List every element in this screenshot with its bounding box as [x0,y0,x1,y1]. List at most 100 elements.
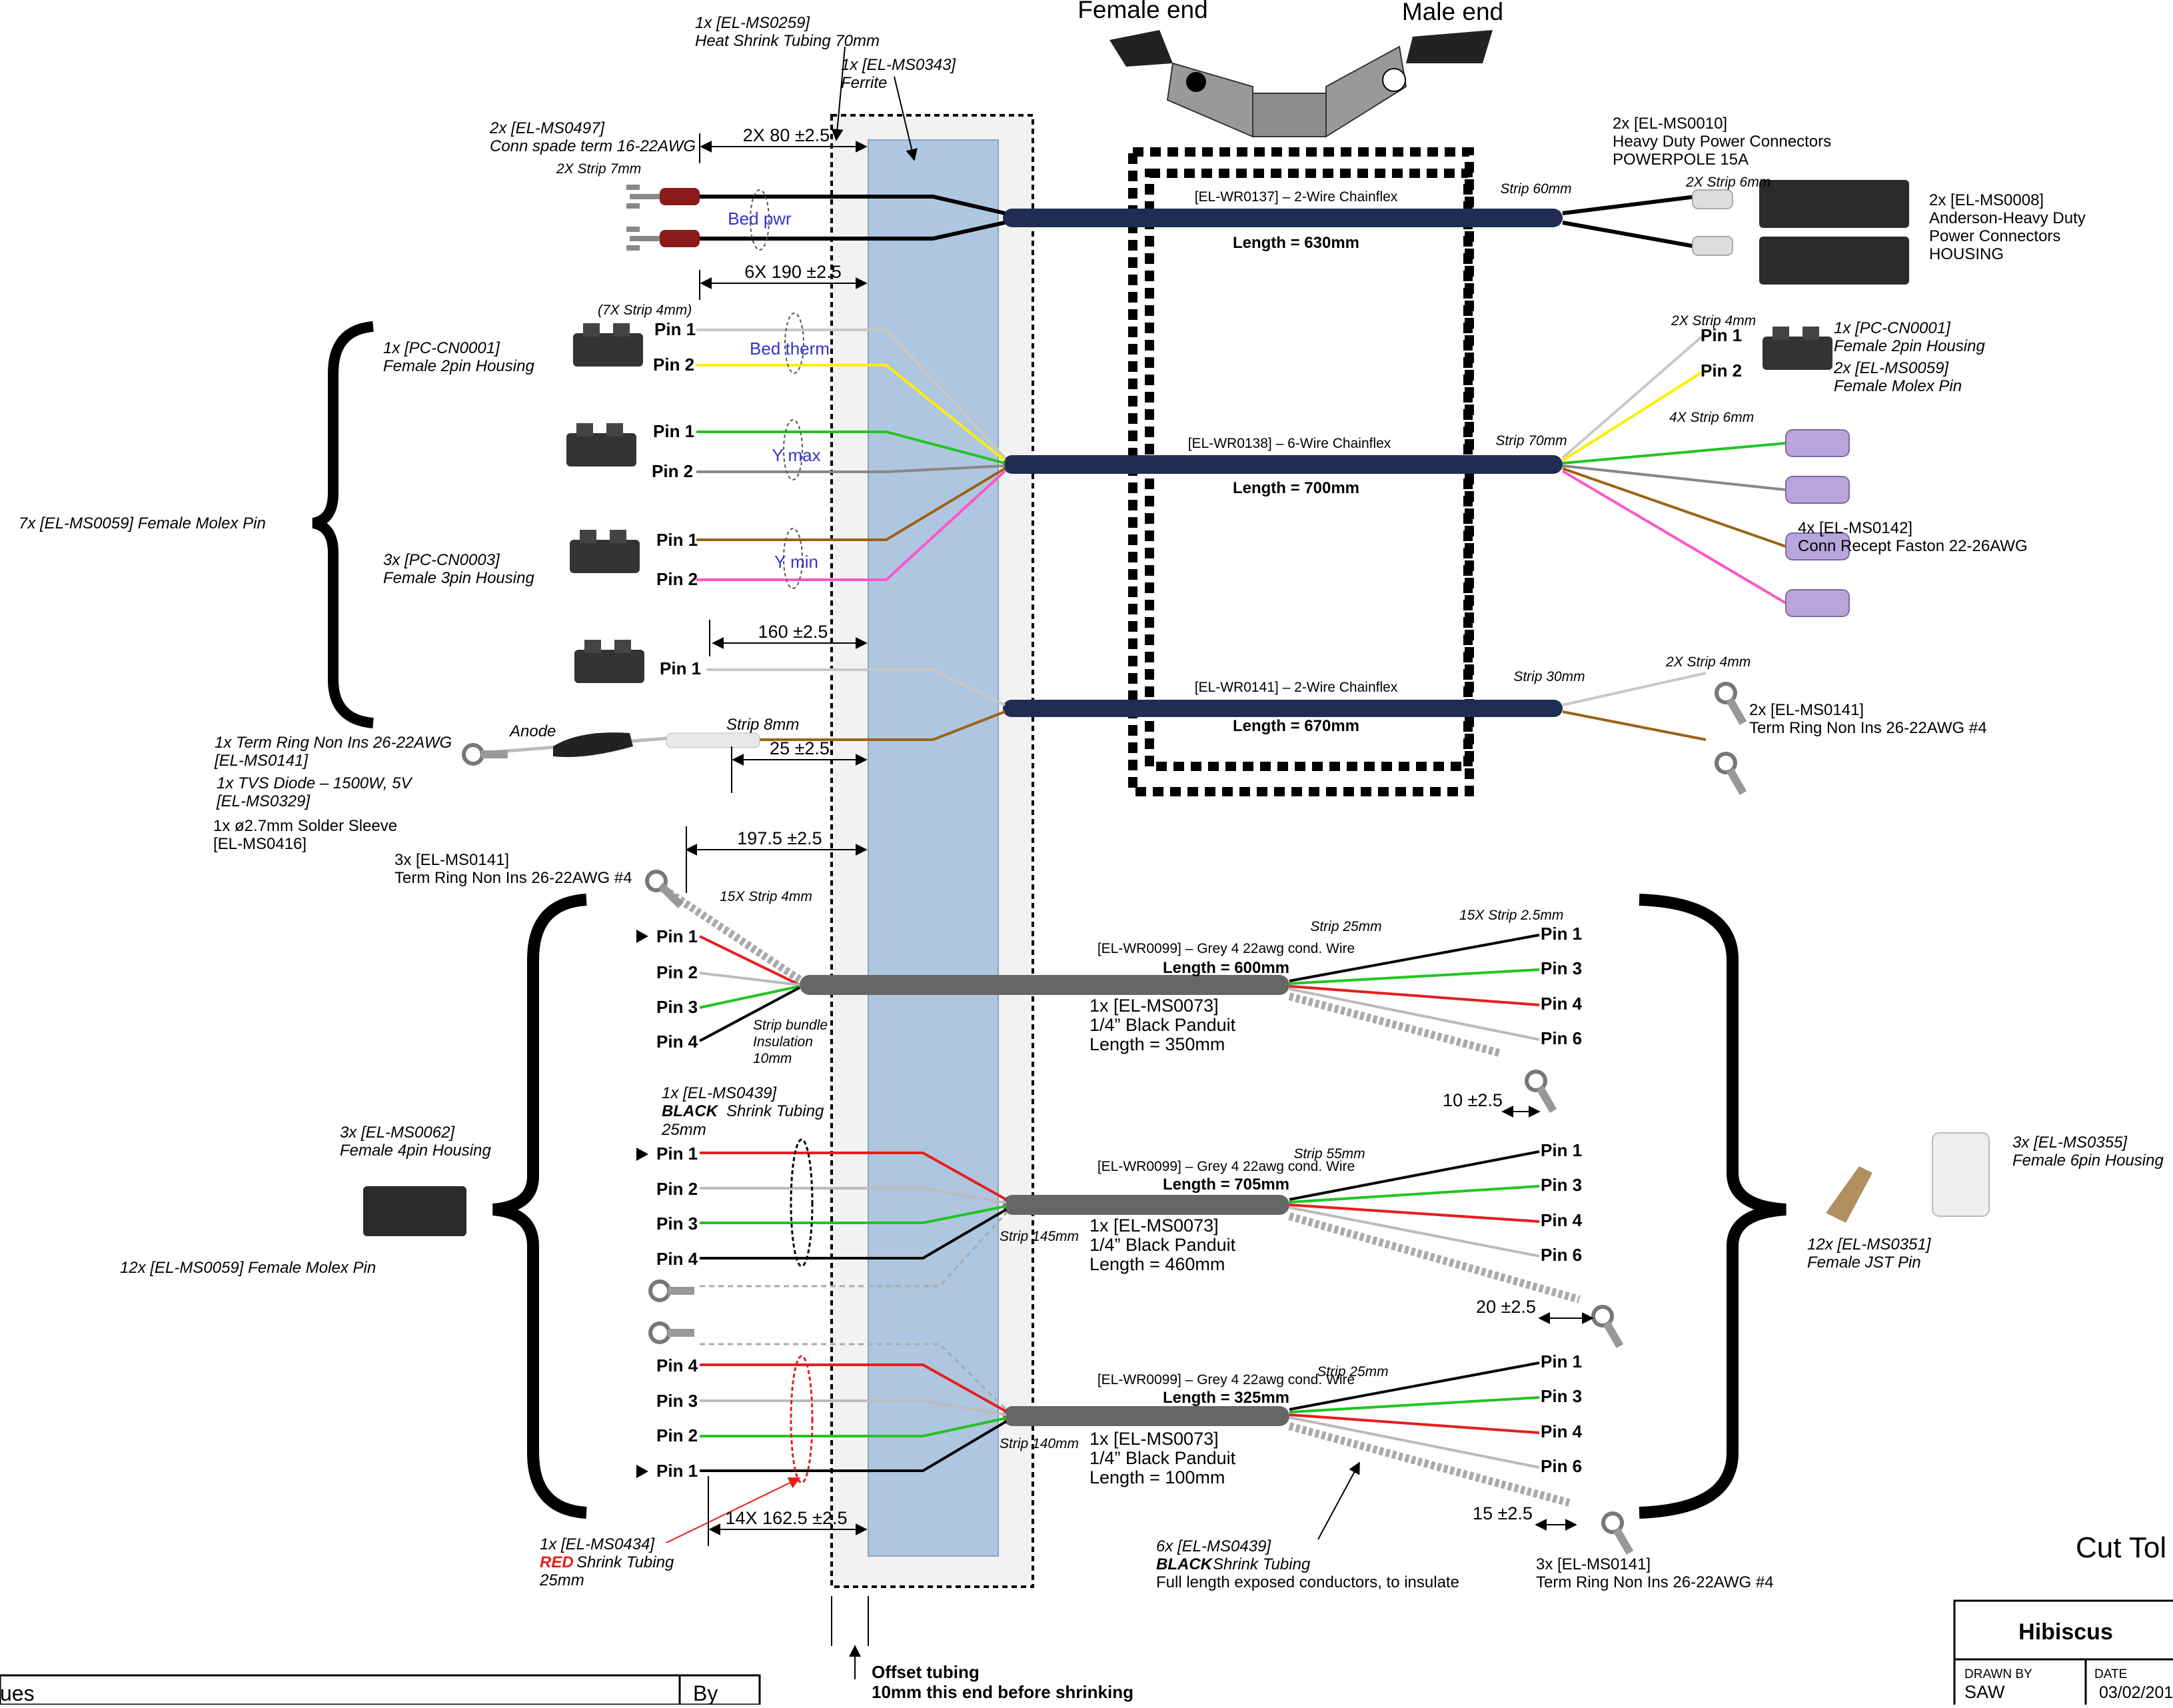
pin-label: Pin 4 [1541,994,1583,1014]
panduit-label: 1x [EL-MS0073] [1089,1216,1219,1236]
ring-terminal-icon [1715,682,1747,726]
label: [EL-MS0416] [213,835,307,853]
spade-terminal-icon [660,188,700,205]
ring-terminal-icon [648,1280,694,1302]
faston-terminal-icon [1785,429,1850,457]
label: 1x [EL-MS0343] [841,56,956,74]
wire [696,329,1006,459]
shrink-sleeve [1288,1212,1581,1303]
wire-black [700,195,1006,215]
label: 15X Strip 2.5mm [1459,908,1563,923]
wire [700,1187,1007,1204]
spade-fork-icon [626,185,660,209]
housing-3pin-icon [574,640,644,683]
project-name: Hibiscus [2018,1619,2113,1645]
label: 1x [EL-MS0434] [540,1535,655,1553]
black-shrink-marker [790,1138,814,1268]
spade-terminal-icon [660,230,700,247]
panduit-label: Length = 460mm [1089,1254,1225,1274]
wire [696,430,1006,464]
housing-2pin-icon [1763,327,1832,370]
label: Full length exposed conductors, to insul… [1156,1573,1459,1591]
label: BLACK [662,1102,719,1120]
label: Strip bundle [753,1018,828,1033]
pin-label: Pin 4 [1541,1421,1583,1441]
wire [700,1205,1007,1224]
label: HOUSING [1929,245,2004,263]
ring-terminal-icon [1715,752,1747,796]
ring-terminal-icon [1601,1511,1634,1555]
dimension-label: 197.5 ±2.5 [737,828,822,848]
jst-pin-icon [1826,1166,1872,1223]
revision-header: ues [0,1681,35,1705]
wire [696,467,1006,541]
label: Conn spade term 16-22AWG [490,137,696,155]
label: [EL-MS0141] [214,752,309,770]
leader [894,76,918,161]
faston-terminal-icon [1785,476,1850,504]
label: Y max [772,445,820,465]
cable-length: Length = 670mm [1233,717,1359,735]
group-marker [784,313,804,374]
male-end-title: Male end [1402,0,1503,25]
pin-label: Pin 1 [660,658,701,678]
right-brace-bottom [1639,894,1787,1519]
label: Term Ring Non Ins 26-22AWG #4 [1536,1573,1774,1591]
wire [726,710,1006,741]
ring-terminal-icon [1591,1305,1624,1349]
cable-length: Length = 325mm [1163,1389,1289,1407]
wire [700,1208,1008,1260]
wire [1289,985,1540,1006]
solder-sleeve-icon [666,732,760,748]
label: Bed pwr [728,209,792,229]
anderson-housing-icon [1759,180,1909,228]
panduit-label: 1/4” Black Panduit [1089,1448,1236,1468]
pin-label: Pin 1 [1541,1351,1582,1371]
pin-label: Pin 1 [656,530,698,550]
label: 1x [PC-CN0001] [383,339,500,357]
strip-label: Strip 60mm [1500,181,1571,197]
label: 10mm this end before shrinking [872,1682,1133,1702]
label: 3x [PC-CN0003] [383,551,500,569]
wire [1562,672,1707,706]
tvs-diode-icon [553,732,633,757]
wire [706,668,1006,706]
wire [700,1399,1007,1416]
pin-label: Pin 3 [656,1214,698,1234]
revision-by: By [693,1681,718,1705]
dimension-label: 15 ±2.5 [1473,1503,1533,1523]
pin-label: Pin 3 [656,1391,698,1411]
label: Strip 8mm [726,716,799,734]
pin-label: Pin 6 [1541,1456,1582,1476]
wire [1289,934,1540,982]
label: Term Ring Non Ins 26-22AWG #4 [1749,719,1987,737]
wire [1289,968,1540,985]
pin-label: Pin 3 [1541,1175,1582,1195]
faston-terminal-icon [1785,589,1850,617]
label: Y min [774,552,818,572]
label: Heavy Duty Power Connectors [1613,133,1831,151]
label: 3x [EL-MS0141] [1536,1555,1651,1573]
label: 4X Strip 6mm [1669,410,1754,425]
pin-label: Pin 2 [652,461,693,481]
label: Term Ring Non Ins 26-22AWG #4 [394,869,632,887]
label: 2X Strip 6mm [1685,175,1771,190]
housing-4pin-icon [363,1186,466,1236]
pin-label: Pin 1 [656,1144,698,1164]
label: 2x [EL-MS0059] [1833,359,1949,377]
group-marker [783,528,803,589]
label: 2x [EL-MS0008] [1929,191,2044,209]
label: 10mm [753,1051,792,1066]
pin-label: Pin 1 [656,1461,698,1481]
pin-label: Pin 1 [1541,1140,1582,1160]
panduit-label: Length = 100mm [1089,1467,1225,1487]
label: Female 3pin Housing [383,569,534,587]
wires [312,46,2173,1705]
wire [1289,1396,1540,1413]
left-brace-bottom [492,894,587,1519]
wire [699,935,800,986]
panduit-label: 1x [EL-MS0073] [1089,996,1219,1016]
pin-label: Pin 1 [654,319,696,339]
panduit-label: 1/4” Black Panduit [1089,1235,1236,1255]
powerpole-contact-icon [1692,189,1733,209]
